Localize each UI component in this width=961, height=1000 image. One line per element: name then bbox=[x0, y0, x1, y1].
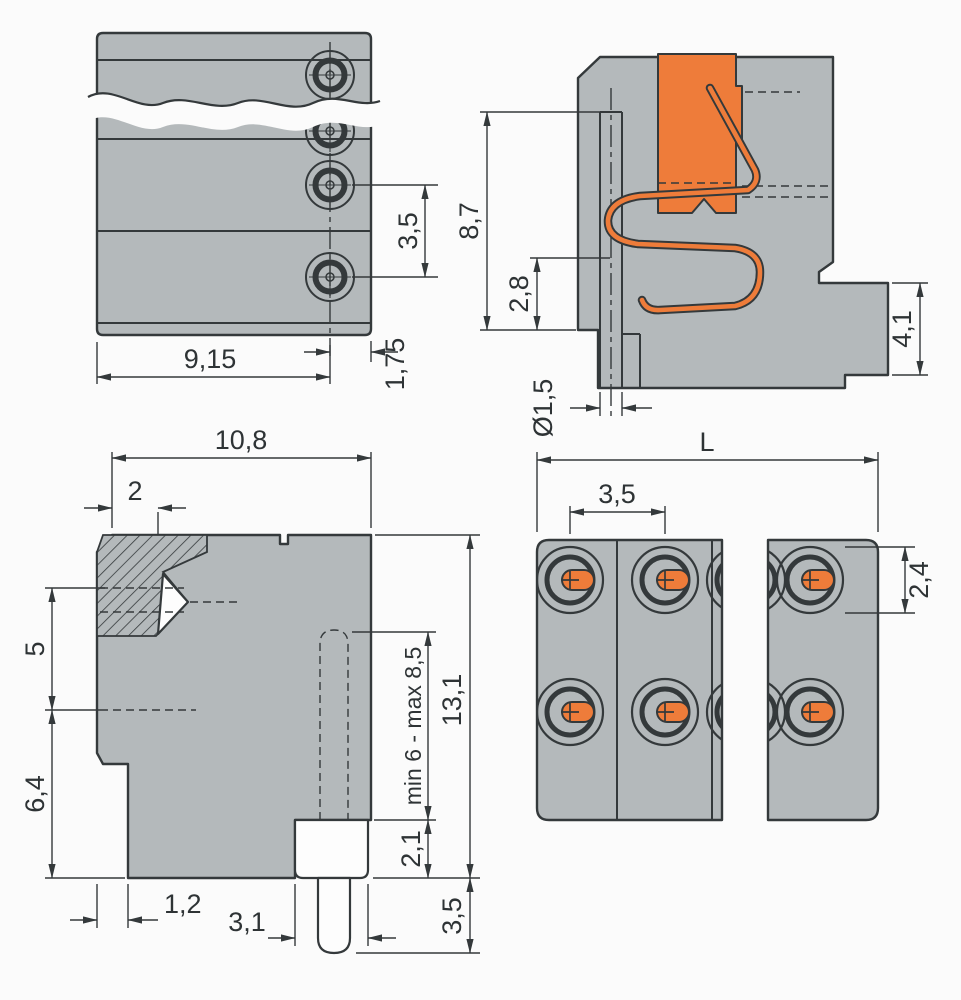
dim-profile-lower-label: 6,4 bbox=[20, 775, 50, 813]
pin-shoulder bbox=[293, 818, 370, 880]
dim-profile-pin-label: 3,5 bbox=[437, 897, 467, 935]
dim-profile-strip-label: min 6 - max 8,5 bbox=[400, 647, 426, 806]
hidden-hole-lines bbox=[100, 587, 240, 711]
dim-profile-step-label: 1,2 bbox=[164, 889, 202, 919]
dim-bottom-pitch-label: 3,5 bbox=[598, 479, 636, 509]
dim-section-height: 8,7 bbox=[454, 111, 612, 331]
front-segment-lines bbox=[97, 59, 371, 324]
dim-bottom-slot: 2,4 bbox=[845, 546, 934, 614]
terminal bbox=[632, 547, 698, 613]
dim-front-pitch: 3,5 bbox=[352, 184, 438, 278]
terminal bbox=[777, 547, 843, 613]
dim-section-depth-label: 2,8 bbox=[504, 275, 534, 313]
dim-bottom-pitch: 3,5 bbox=[569, 479, 666, 534]
terminal bbox=[537, 547, 603, 613]
pole-dividers bbox=[616, 540, 713, 820]
dim-section-height-label: 8,7 bbox=[454, 202, 484, 240]
section-body bbox=[576, 55, 890, 390]
dim-profile-width: 10,8 bbox=[111, 425, 372, 528]
dim-profile-height-label: 13,1 bbox=[437, 674, 467, 727]
dim-profile-step: 1,2 bbox=[70, 884, 202, 928]
profile-view: 10,8 2 5 6,4 13,1 bbox=[20, 425, 480, 955]
wire-hole bbox=[306, 253, 354, 301]
terminal bbox=[537, 679, 603, 745]
dim-profile-shoulder-h: 2,1 bbox=[396, 819, 432, 879]
break-line bbox=[87, 92, 381, 108]
pusher-block bbox=[657, 53, 743, 214]
dim-profile-shoulder-w: 3,1 bbox=[228, 884, 396, 946]
dim-section-depth: 2,8 bbox=[504, 257, 610, 331]
break-band bbox=[88, 93, 380, 131]
dim-section-hole-label: Ø1,5 bbox=[528, 379, 558, 438]
clamp-spring bbox=[603, 83, 765, 315]
dim-front-width-label: 9,15 bbox=[184, 344, 237, 374]
dim-profile-shoulder-h-label: 2,1 bbox=[396, 830, 426, 868]
dim-profile-top-edge-label: 2 bbox=[127, 476, 142, 506]
dim-profile-width-label: 10,8 bbox=[215, 425, 268, 455]
dim-profile-lower: 6,4 bbox=[20, 709, 125, 879]
terminal-partial bbox=[707, 547, 773, 613]
dim-profile-height: 13,1 bbox=[373, 534, 480, 879]
dim-front-pitch-label: 3,5 bbox=[393, 212, 423, 250]
dim-profile-upper: 5 bbox=[20, 587, 105, 711]
front-view: 3,5 9,15 1,75 bbox=[87, 31, 438, 391]
dim-profile-top-edge: 2 bbox=[84, 476, 186, 534]
bottom-view: L 3,5 2,4 bbox=[535, 427, 934, 822]
dim-front-edge-label: 1,75 bbox=[380, 338, 410, 391]
dim-bottom-slot-label: 2,4 bbox=[904, 561, 934, 599]
terminal-partial bbox=[707, 679, 773, 745]
wire-hole bbox=[306, 161, 354, 209]
dim-profile-upper-label: 5 bbox=[20, 641, 50, 656]
dim-profile-strip: min 6 - max 8,5 bbox=[352, 631, 436, 821]
dim-section-hole: Ø1,5 bbox=[528, 379, 652, 438]
dim-section-foot: 4,1 bbox=[887, 282, 928, 376]
dim-profile-shoulder-w-label: 3,1 bbox=[228, 907, 266, 937]
wire-hole bbox=[306, 51, 354, 99]
dim-section-foot-label: 4,1 bbox=[887, 310, 917, 348]
terminal-partial bbox=[719, 547, 785, 613]
solder-pin bbox=[316, 876, 352, 955]
terminal-partial bbox=[719, 679, 785, 745]
terminal bbox=[777, 679, 843, 745]
dim-front-edge: 1,75 bbox=[304, 338, 410, 391]
terminal bbox=[632, 679, 698, 745]
funnel-opening bbox=[156, 572, 190, 636]
dim-front-width: 9,15 bbox=[96, 342, 331, 384]
dim-bottom-length-label: L bbox=[699, 427, 714, 457]
dim-profile-pin: 3,5 bbox=[356, 877, 480, 954]
section-view: 8,7 2,8 Ø1,5 4,1 bbox=[454, 53, 928, 438]
dim-bottom-length: L bbox=[536, 427, 879, 532]
